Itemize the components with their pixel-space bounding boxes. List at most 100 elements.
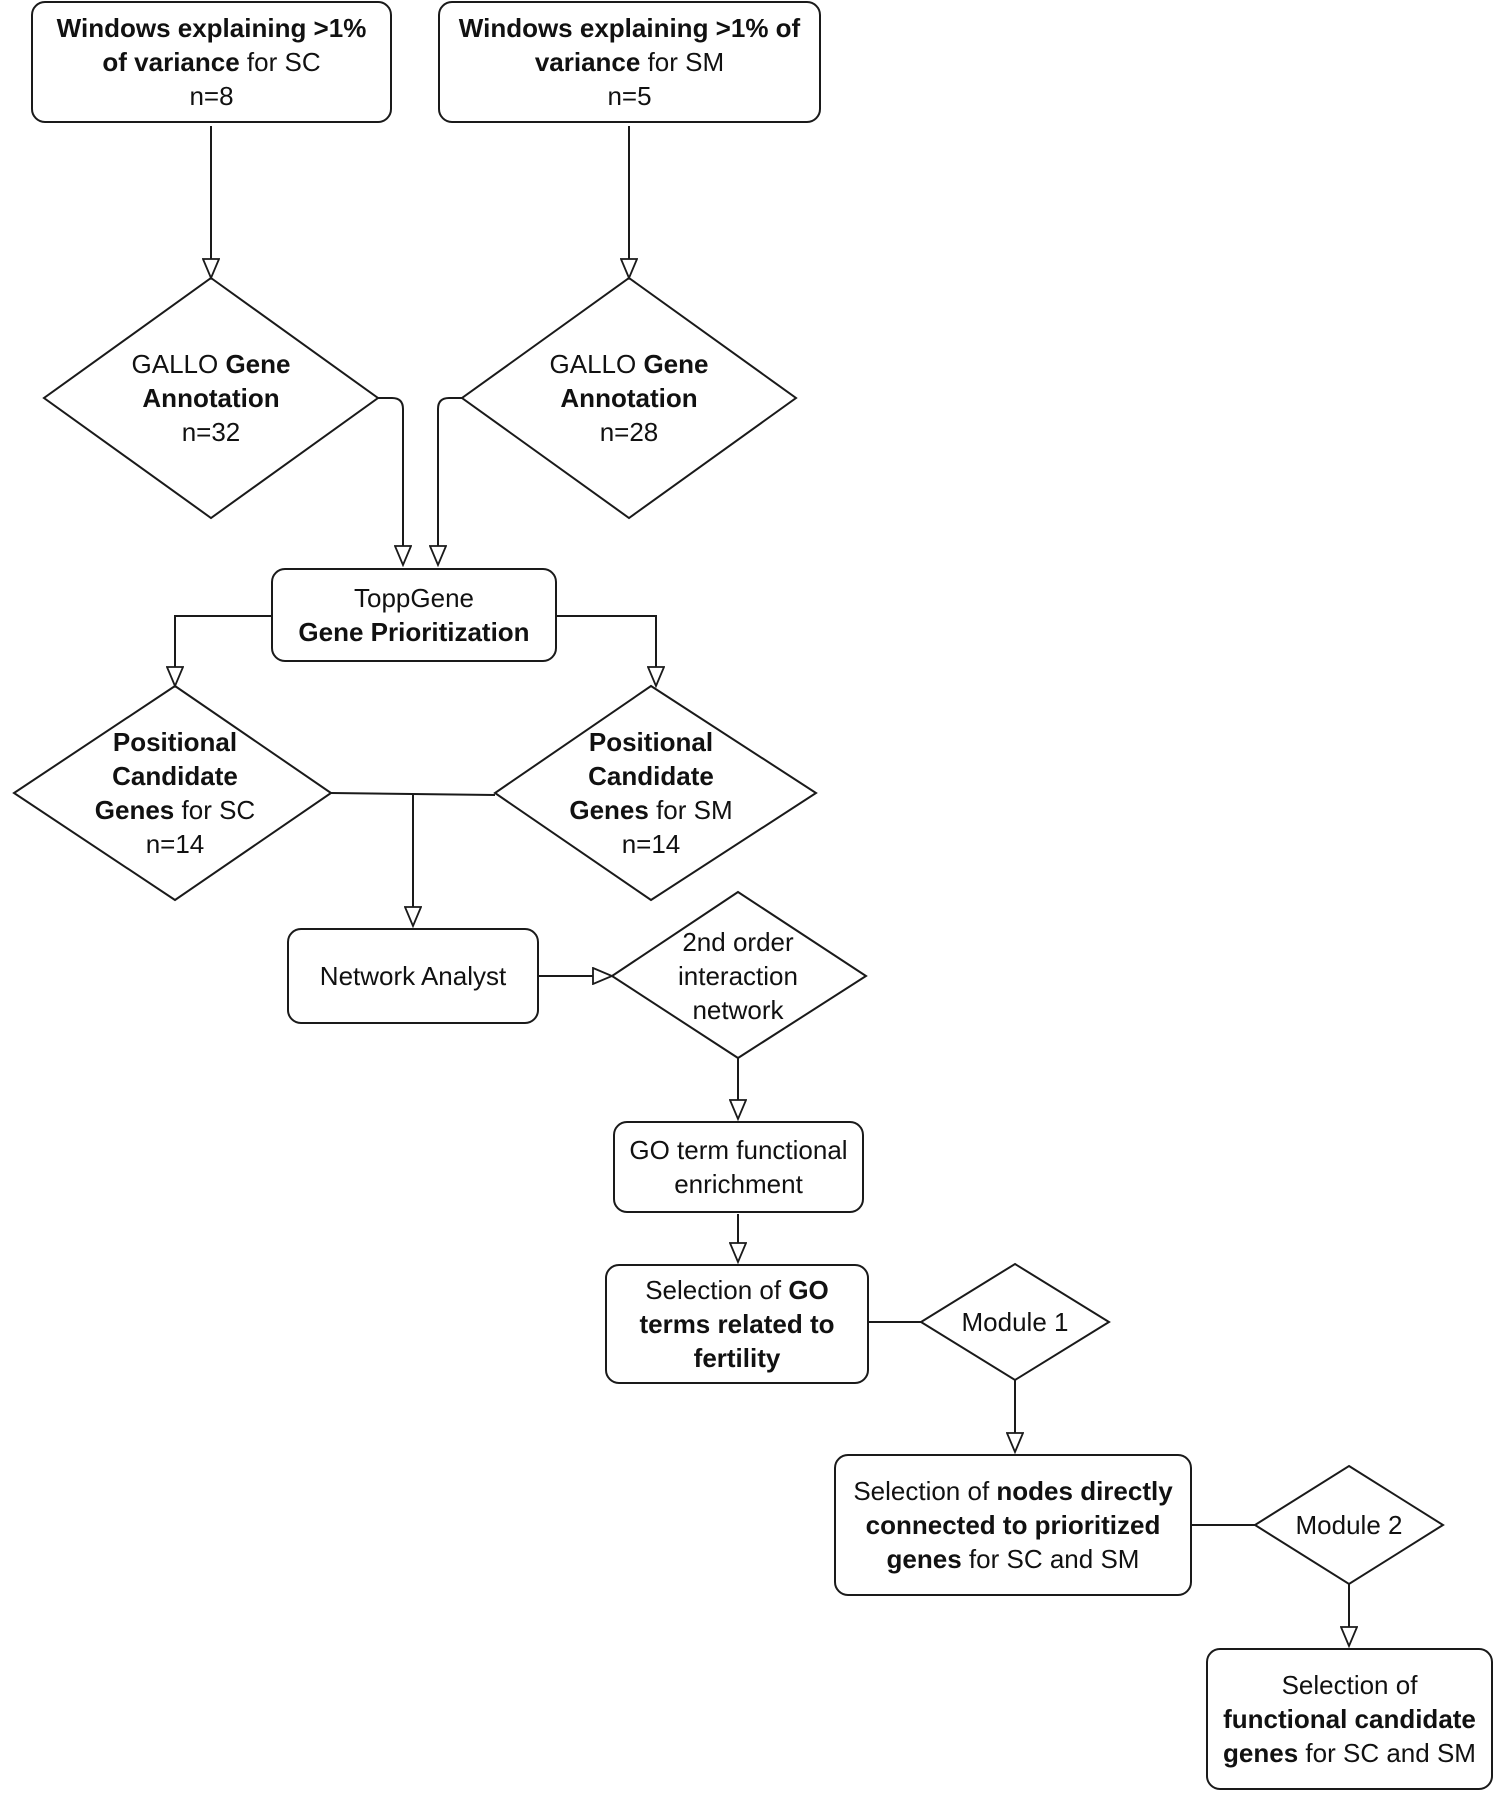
node-text-line: Candidate bbox=[588, 759, 714, 793]
node-text-line: functional candidate bbox=[1223, 1702, 1476, 1736]
node-text-line: ToppGene bbox=[354, 581, 474, 615]
windows-sc-box: Windows explaining >1%of variance for SC… bbox=[31, 1, 392, 123]
plain-text: Selection of bbox=[645, 1275, 789, 1305]
plain-text: interaction bbox=[678, 961, 798, 991]
plain-text: GALLO bbox=[549, 349, 644, 379]
bold-text: Positional bbox=[112, 727, 238, 757]
node-text-line: GO term functional bbox=[629, 1133, 847, 1167]
bold-text: connected to prioritized bbox=[865, 1510, 1161, 1540]
diamond-gallo-sc bbox=[42, 276, 380, 520]
bold-text: Genes bbox=[94, 795, 175, 825]
node-text-line: interaction bbox=[678, 959, 798, 993]
bold-text: Annotation bbox=[560, 383, 698, 413]
node-text-line: genes for SC and SM bbox=[887, 1542, 1140, 1576]
node-text-line: Positional bbox=[589, 725, 713, 759]
node-text-line: n=14 bbox=[622, 827, 681, 861]
module-1-diamond: Module 1 bbox=[935, 1296, 1095, 1348]
plain-text: n=5 bbox=[607, 81, 652, 111]
bold-text: Genes bbox=[569, 795, 649, 825]
node-text-line: n=14 bbox=[146, 827, 205, 861]
diamond-positional-sm bbox=[493, 684, 818, 902]
plain-text: Selection of bbox=[853, 1476, 997, 1506]
node-text-line: Genes for SC bbox=[95, 793, 255, 827]
plain-text: for SM bbox=[640, 47, 725, 77]
node-text-line: Selection of nodes directly bbox=[853, 1474, 1172, 1508]
node-text-line: Gene Prioritization bbox=[298, 615, 529, 649]
node-text-line: of variance for SC bbox=[102, 45, 320, 79]
network-analyst-box: Network Analyst bbox=[287, 928, 539, 1024]
second-order-network-diamond: 2nd order interaction network bbox=[628, 924, 848, 1028]
node-text-line: Positional bbox=[113, 725, 237, 759]
node-text-line: n=32 bbox=[182, 415, 241, 449]
bold-text: variance bbox=[534, 47, 641, 77]
plain-text: Network Analyst bbox=[319, 961, 507, 991]
bold-text: genes bbox=[1223, 1738, 1299, 1768]
arrow-gallo-sc-to-toppgene bbox=[378, 397, 403, 565]
node-text-line: Annotation bbox=[560, 381, 697, 415]
bold-text: of variance bbox=[102, 47, 240, 77]
go-term-enrichment-box: GO term functional enrichment bbox=[613, 1121, 864, 1213]
diamond-gallo-sm bbox=[460, 276, 798, 520]
node-text-line: 2nd order bbox=[682, 925, 793, 959]
node-text-line: Network Analyst bbox=[320, 959, 506, 993]
node-text-line: Selection of GO bbox=[645, 1273, 829, 1307]
plain-text: Module 2 bbox=[1295, 1510, 1403, 1540]
plain-text: GO term functional bbox=[629, 1135, 848, 1165]
node-text-line: Genes for SM bbox=[569, 793, 732, 827]
plain-text: for SM bbox=[648, 795, 733, 825]
plain-text: ToppGene bbox=[354, 583, 474, 613]
plain-text: for SC and SM bbox=[961, 1544, 1140, 1574]
node-text-line: n=5 bbox=[607, 79, 651, 113]
plain-text: Module 1 bbox=[961, 1307, 1069, 1337]
plain-text: for SC bbox=[174, 795, 256, 825]
node-text-line: network bbox=[692, 993, 783, 1027]
arrow-toppgene-to-positional-sm bbox=[557, 615, 656, 686]
arrow-toppgene-to-positional-sc bbox=[175, 615, 271, 686]
bold-text: Windows explaining >1% bbox=[56, 13, 367, 43]
plain-text: GALLO bbox=[131, 349, 226, 379]
bold-text: functional candidate bbox=[1223, 1704, 1476, 1734]
plain-text: 2nd order bbox=[682, 927, 794, 957]
node-text-line: Candidate bbox=[112, 759, 238, 793]
bold-text: nodes directly bbox=[996, 1476, 1173, 1506]
node-text-line: genes for SC and SM bbox=[1223, 1736, 1476, 1770]
node-text-line: Selection of bbox=[1282, 1668, 1418, 1702]
node-text-line: enrichment bbox=[674, 1167, 803, 1201]
node-text-line: n=28 bbox=[600, 415, 659, 449]
node-text-line: n=8 bbox=[189, 79, 233, 113]
plain-text: enrichment bbox=[674, 1169, 803, 1199]
node-text-line: GALLO Gene bbox=[550, 347, 709, 381]
node-text-line: Module 1 bbox=[962, 1305, 1069, 1339]
plain-text: network bbox=[692, 995, 784, 1025]
bold-text: Gene bbox=[643, 349, 709, 379]
windows-sm-box: Windows explaining >1% of variance for SM… bbox=[438, 1, 821, 123]
plain-text: n=14 bbox=[621, 829, 681, 859]
bold-text: Windows explaining >1% of bbox=[458, 13, 801, 43]
bold-text: Annotation bbox=[142, 383, 280, 413]
plain-text: Selection of bbox=[1281, 1670, 1418, 1700]
bold-text: Positional bbox=[588, 727, 714, 757]
node-text-line: Annotation bbox=[142, 381, 279, 415]
plain-text: n=32 bbox=[181, 417, 241, 447]
bold-text: Gene Prioritization bbox=[298, 617, 530, 647]
bold-text: Candidate bbox=[112, 761, 238, 791]
node-text-line: Windows explaining >1% bbox=[57, 11, 367, 45]
plain-text: n=8 bbox=[189, 81, 234, 111]
arrow-gallo-sm-to-toppgene bbox=[438, 397, 462, 565]
diamond-positional-sc bbox=[12, 684, 333, 902]
node-text-line: GALLO Gene bbox=[132, 347, 291, 381]
bold-text: Gene bbox=[225, 349, 291, 379]
bold-text: fertility bbox=[693, 1343, 781, 1373]
bold-text: Candidate bbox=[588, 761, 714, 791]
bold-text: terms related to bbox=[639, 1309, 835, 1339]
node-text-line: fertility bbox=[694, 1341, 781, 1375]
